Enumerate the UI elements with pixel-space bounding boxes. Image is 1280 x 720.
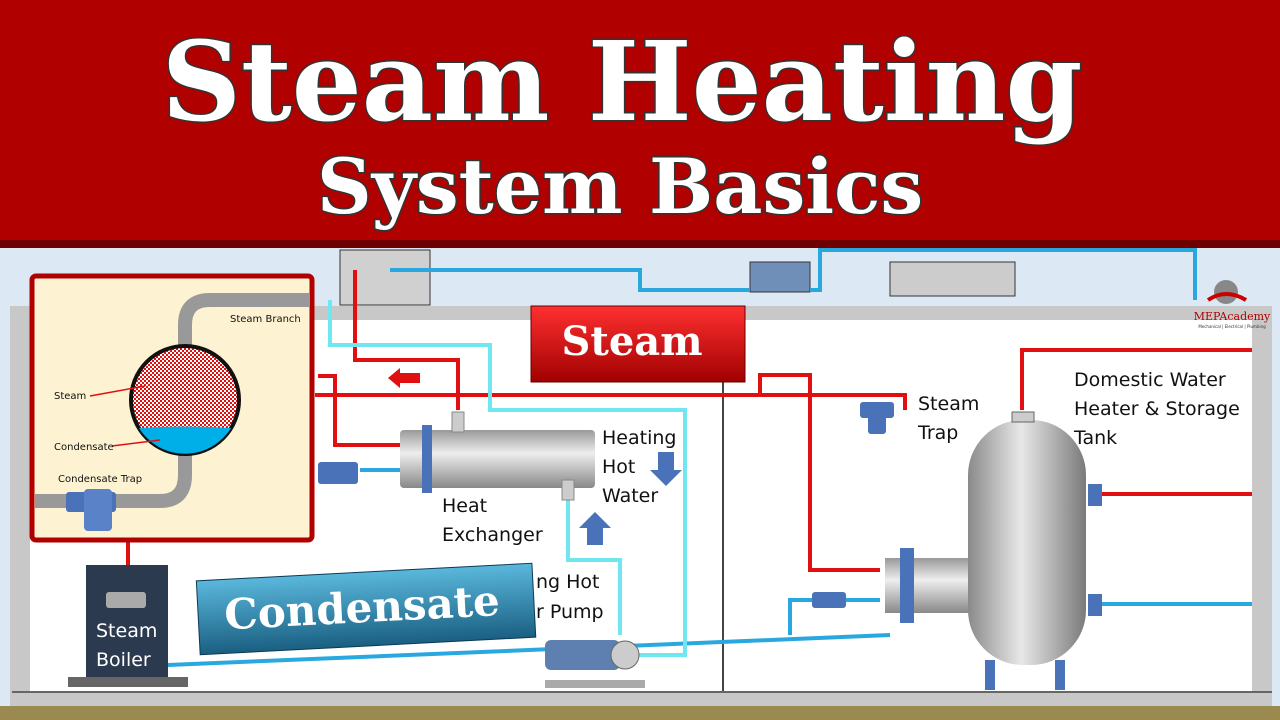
domestic-water-heater-tank — [885, 411, 1102, 690]
hot-water-pipes — [328, 300, 687, 657]
title-line-1: Steam Heating — [162, 17, 1083, 146]
mep-academy-logo: MEPAcademy Mechanical | Electrical | Plu… — [1194, 280, 1271, 329]
svg-text:Steam: Steam — [54, 391, 86, 402]
svg-text:MEPAcademy: MEPAcademy — [1194, 310, 1271, 323]
steam-tag: Steam — [530, 305, 746, 383]
title-line-2: System Basics — [317, 142, 923, 231]
svg-text:Mechanical | Electrical | Plum: Mechanical | Electrical | Plumbing — [1198, 324, 1266, 329]
svg-text:Steam Branch: Steam Branch — [230, 314, 301, 325]
heating-hot-water-pump — [545, 640, 645, 688]
svg-text:Condensate Trap: Condensate Trap — [58, 474, 142, 485]
arrow-down-icon — [650, 452, 682, 486]
title-banner: Steam Heating System Basics — [0, 0, 1280, 248]
svg-text:Steam: Steam — [561, 318, 702, 365]
steam-pipes — [126, 270, 1252, 572]
condensate-pipes — [167, 248, 1252, 667]
svg-text:Condensate: Condensate — [54, 442, 114, 453]
arrow-up-icon — [579, 512, 611, 545]
heat-exchanger — [400, 411, 595, 501]
condensate-tag: Condensate — [195, 562, 537, 656]
top-pump — [749, 261, 811, 293]
condensate-trap-icon — [812, 592, 846, 608]
steam-boiler — [68, 565, 188, 687]
steam-trap-inset: Steam Branch Steam Condensate Condensate… — [29, 273, 315, 543]
